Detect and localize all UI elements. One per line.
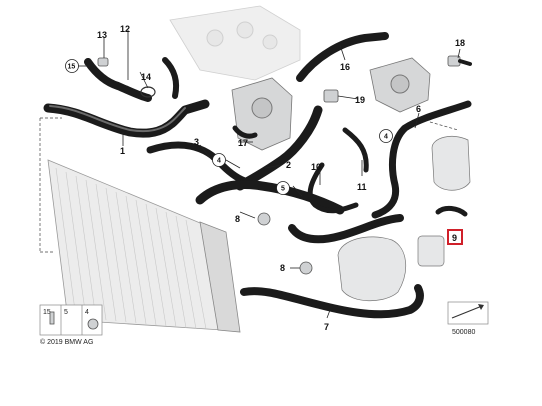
hose-17 <box>232 125 258 139</box>
radiator <box>47 159 241 333</box>
hose-6 <box>371 100 472 219</box>
callout-11: 11 <box>357 182 367 192</box>
svg-text:4: 4 <box>217 158 221 165</box>
bleed-screw-18 <box>447 55 472 67</box>
callout-7: 7 <box>324 322 329 332</box>
copyright-text: © 2019 BMW AG <box>40 338 93 346</box>
sensor-19 <box>323 89 339 103</box>
engine-block <box>169 5 301 81</box>
hose-3 <box>146 141 252 186</box>
hose-7 <box>240 284 424 319</box>
legend-4: 4 <box>85 309 89 316</box>
hose-1 <box>43 99 210 138</box>
diagram-number: 500080 <box>452 329 475 336</box>
hose-12 <box>84 58 152 102</box>
circled-callout-15: 15 <box>65 59 79 73</box>
diagram-footer: 500080 <box>447 301 489 336</box>
hose-11 <box>342 127 369 173</box>
legend-15: 15 <box>43 309 51 316</box>
parts-legend: 15 5 4 © 2019 BMW AG <box>39 304 103 346</box>
leader-lines <box>78 30 461 319</box>
callout-8-upper: 8 <box>235 214 240 224</box>
hose-16 <box>296 32 389 82</box>
callout-9-highlight: 9 <box>447 229 463 245</box>
circled-callout-4b: 4 <box>379 129 393 143</box>
water-pump <box>231 77 293 151</box>
expansion-tank-lower <box>337 235 445 302</box>
hose-9 <box>435 205 468 217</box>
expansion-tank-upper <box>431 136 471 191</box>
thermostat-housing <box>369 57 431 113</box>
callout-10: 10 <box>311 162 321 172</box>
callout-8-lower: 8 <box>280 263 285 273</box>
callout-18: 18 <box>455 38 465 48</box>
callout-6: 6 <box>416 104 421 114</box>
bolt-8-upper <box>257 212 271 226</box>
hose-lower-bypass <box>288 214 404 244</box>
callout-12: 12 <box>120 24 130 34</box>
hose-4 <box>195 180 345 215</box>
clamp-14 <box>140 86 156 98</box>
callout-3: 3 <box>194 137 199 147</box>
svg-text:15: 15 <box>68 64 76 71</box>
callout-19: 19 <box>355 95 365 105</box>
circled-callout-5: 5 <box>276 181 290 195</box>
svg-text:5: 5 <box>281 186 285 193</box>
hose-10 <box>307 162 359 214</box>
bolt-8-lower <box>299 261 313 275</box>
callout-16: 16 <box>340 62 350 72</box>
callout-2: 2 <box>286 160 291 170</box>
clamp-13 <box>97 57 109 67</box>
callout-9: 9 <box>452 233 457 243</box>
svg-text:4: 4 <box>384 134 388 141</box>
callout-17: 17 <box>238 138 248 148</box>
hose-14 <box>162 57 180 99</box>
circled-callout-4: 4 <box>212 153 226 167</box>
callout-1: 1 <box>120 146 125 156</box>
callout-14: 14 <box>141 72 151 82</box>
callout-13: 13 <box>97 30 107 40</box>
legend-5: 5 <box>64 309 68 316</box>
